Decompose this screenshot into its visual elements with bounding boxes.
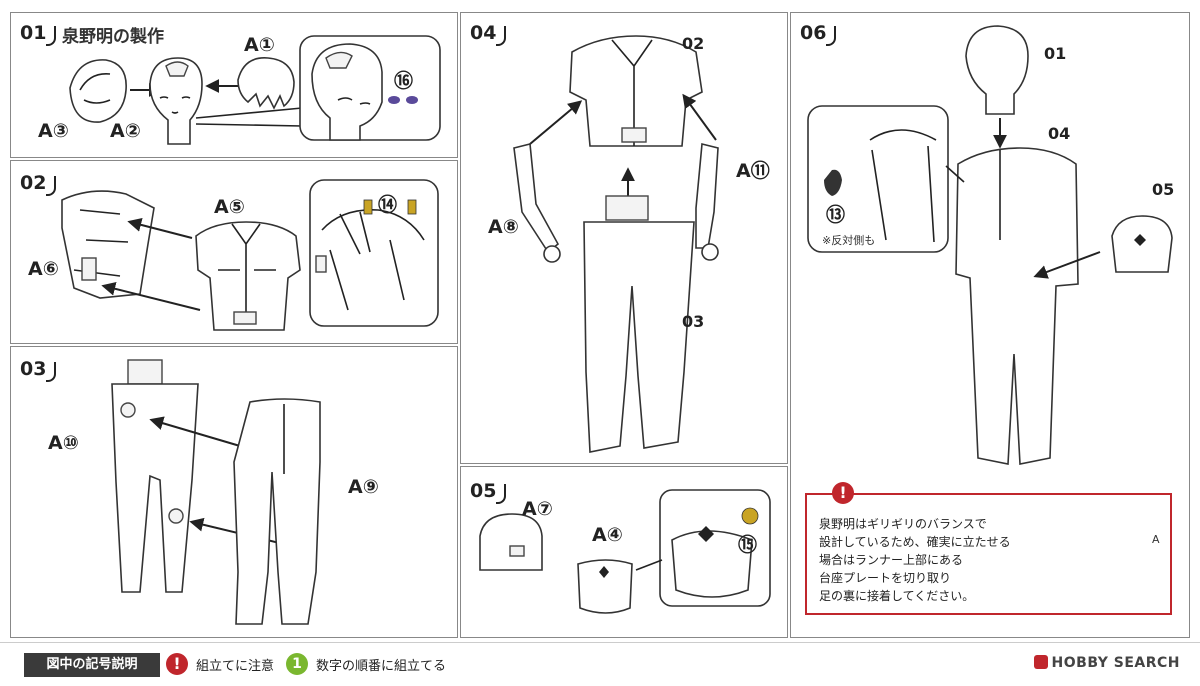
rank-decal-14 bbox=[363, 199, 417, 215]
brand-text: HOBBY SEARCH bbox=[1051, 655, 1180, 671]
legs-front-part-a9 bbox=[233, 398, 321, 625]
part-label-a7: A⑦ bbox=[522, 498, 553, 520]
collar-detail-callout bbox=[309, 179, 439, 327]
decal-label-13: ⑬ bbox=[826, 204, 846, 226]
part-label-a1: A① bbox=[244, 34, 275, 56]
body-04 bbox=[955, 147, 1079, 465]
brand-logo-icon bbox=[1033, 655, 1048, 669]
part-label-a2: A② bbox=[110, 120, 141, 142]
caution-icon: ! bbox=[166, 653, 188, 675]
head-01 bbox=[965, 25, 1029, 115]
helmet-closeup bbox=[671, 526, 753, 598]
eye-decal-16 bbox=[388, 96, 418, 104]
order-icon: 1 bbox=[286, 653, 308, 675]
lower-body-03 bbox=[583, 195, 695, 453]
warning-line-3: 場合はランナー上部にある bbox=[819, 553, 964, 567]
left-arm-a11 bbox=[695, 142, 719, 261]
torso-back-part-a6 bbox=[61, 190, 155, 299]
part-label-a10: A⑩ bbox=[48, 432, 79, 454]
caution-icon-note: ! bbox=[832, 482, 854, 504]
patch-decal-13 bbox=[824, 169, 842, 196]
symbol-legend: 図中の記号説明 ! 組立てに注意 1 数字の順番に組立てる HOBBY SEAR… bbox=[0, 642, 1200, 686]
panel-step-03 bbox=[10, 346, 458, 638]
decal-label-16: ⑯ bbox=[394, 70, 414, 92]
warning-text: 泉野明はギリギリのバランスで 設計しているため、確実に立たせる 場合はランナー上… bbox=[819, 515, 1019, 605]
warning-line-4: 台座プレートを切り取り bbox=[819, 571, 952, 585]
shoulder-detail-callout bbox=[807, 105, 949, 253]
ref-label-04: 04 bbox=[1048, 124, 1071, 143]
part-label-a5: A⑤ bbox=[214, 196, 245, 218]
head-back-part-a3 bbox=[69, 59, 127, 123]
warning-line-1: 泉野明はギリギリのバランスで bbox=[819, 517, 987, 531]
decal-label-14: ⑭ bbox=[378, 194, 398, 216]
collar-closeup bbox=[315, 209, 425, 311]
part-label-a9: A⑨ bbox=[348, 476, 379, 498]
part-label-a8: A⑧ bbox=[488, 216, 519, 238]
balance-warning-note: 泉野明はギリギリのバランスで 設計しているため、確実に立たせる 場合はランナー上… bbox=[805, 493, 1172, 615]
ref-label-01: 01 bbox=[1044, 44, 1067, 63]
part-label-a3: A③ bbox=[38, 120, 69, 142]
head-face-part-a2 bbox=[149, 57, 203, 145]
warning-line-2: 設計しているため、確実に立たせる bbox=[819, 535, 1011, 549]
helmet-shell-a7 bbox=[479, 513, 543, 571]
right-arm-a8 bbox=[513, 142, 561, 263]
part-label-a11: A⑪ bbox=[736, 160, 770, 182]
part-label-a6: A⑥ bbox=[28, 258, 59, 280]
shoulder-closeup bbox=[869, 129, 937, 243]
emblem-decal-15 bbox=[741, 507, 759, 525]
brand-watermark: HOBBY SEARCH bbox=[1033, 655, 1180, 671]
head-detail-closeup bbox=[311, 43, 383, 141]
warning-line-5: 足の裏に接着してください。 bbox=[819, 589, 975, 603]
helmet-band-a4 bbox=[577, 559, 633, 614]
decal-label-15: ⑮ bbox=[738, 534, 758, 556]
legend-heading: 図中の記号説明 bbox=[24, 653, 160, 677]
caution-label: 組立てに注意 bbox=[196, 659, 275, 674]
ref-label-02: 02 bbox=[682, 34, 705, 53]
ref-label-05: 05 bbox=[1152, 180, 1175, 199]
upper-body-02 bbox=[569, 35, 703, 147]
legs-back-part-a10 bbox=[111, 359, 199, 593]
hair-part-a1 bbox=[237, 57, 295, 110]
page-title: 泉野明の製作 bbox=[62, 27, 164, 47]
ref-label-03: 03 bbox=[682, 312, 705, 331]
torso-front-part-a5 bbox=[195, 221, 301, 331]
runner-mark-a: A bbox=[1152, 533, 1160, 546]
order-label: 数字の順番に組立てる bbox=[316, 659, 447, 674]
part-label-a4: A④ bbox=[592, 524, 623, 546]
reverse-side-note: ※反対側も bbox=[822, 234, 876, 247]
helmet-05 bbox=[1111, 215, 1173, 273]
